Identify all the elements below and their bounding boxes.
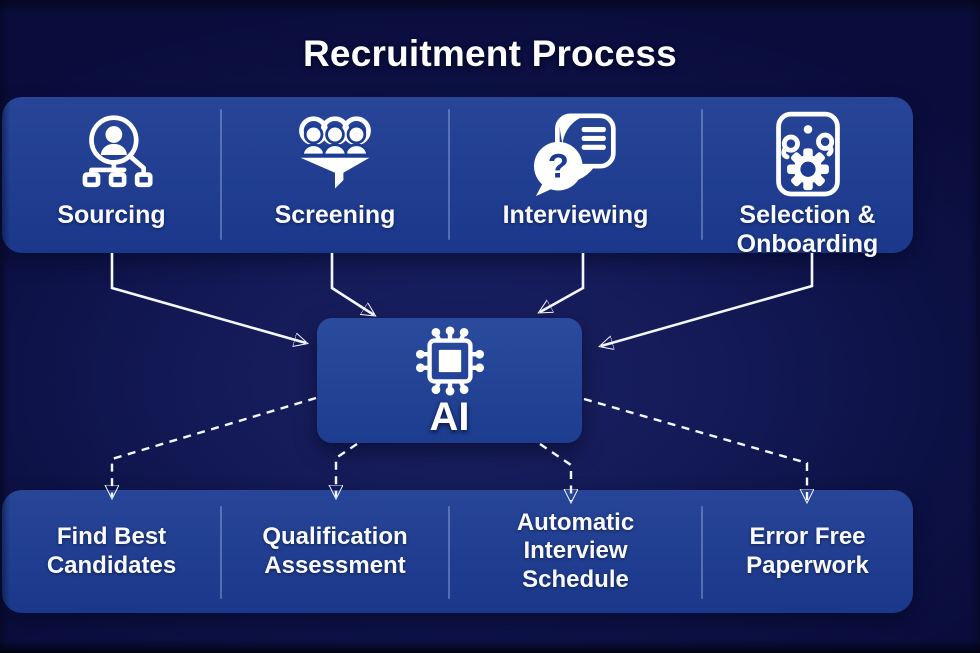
outcome-label: Automatic Interview Schedule xyxy=(516,509,635,593)
stage-interviewing: ? Interviewing xyxy=(448,97,702,260)
page-title: Recruitment Process xyxy=(303,33,677,74)
outcome-qualification-assessment: Qualification Assessment xyxy=(220,490,449,613)
stage-label-selection-onboarding: Selection & Onboarding xyxy=(736,201,879,259)
stage-label-sourcing: Sourcing xyxy=(57,201,166,229)
person-search-org-icon xyxy=(71,109,153,201)
outcome-automatic-interview-schedule: Automatic Interview Schedule xyxy=(448,490,702,613)
ai-label: AI xyxy=(429,394,470,439)
card-gear-icon xyxy=(770,109,846,201)
stage-selection-onboarding: Selection & Onboarding xyxy=(701,97,913,260)
question-chat-icon: ? xyxy=(533,109,619,201)
arrow-interviewing-to-ai xyxy=(540,253,585,312)
outcome-label: Find Best Candidates xyxy=(46,523,177,579)
outcome-find-best-candidates: Find Best Candidates xyxy=(2,490,221,613)
arrow-selection-to-ai xyxy=(601,253,814,346)
ai-node: AI xyxy=(317,318,582,443)
outcome-error-free-paperwork: Error Free Paperwork xyxy=(701,490,913,613)
people-funnel-icon xyxy=(291,109,379,201)
outcome-label: Error Free Paperwork xyxy=(746,523,869,579)
ai-chip-icon xyxy=(415,325,485,397)
arrow-screening-to-ai xyxy=(330,253,374,315)
outcomes-panel: Find Best Candidates Qualification Asses… xyxy=(2,490,913,613)
arrow-ai-to-find-best-candidates xyxy=(112,396,317,497)
arrow-ai-to-error-free-paperwork xyxy=(583,397,807,501)
stage-sourcing: Sourcing xyxy=(2,97,221,260)
question-mark-glyph: ? xyxy=(547,147,568,185)
stage-screening: Screening xyxy=(220,97,449,260)
stage-label-interviewing: Interviewing xyxy=(502,201,649,229)
stages-panel: Sourcing Screening xyxy=(2,97,913,258)
arrow-sourcing-to-ai xyxy=(110,253,306,343)
stage-label-screening: Screening xyxy=(274,201,396,229)
outcome-label: Qualification Assessment xyxy=(262,523,408,579)
